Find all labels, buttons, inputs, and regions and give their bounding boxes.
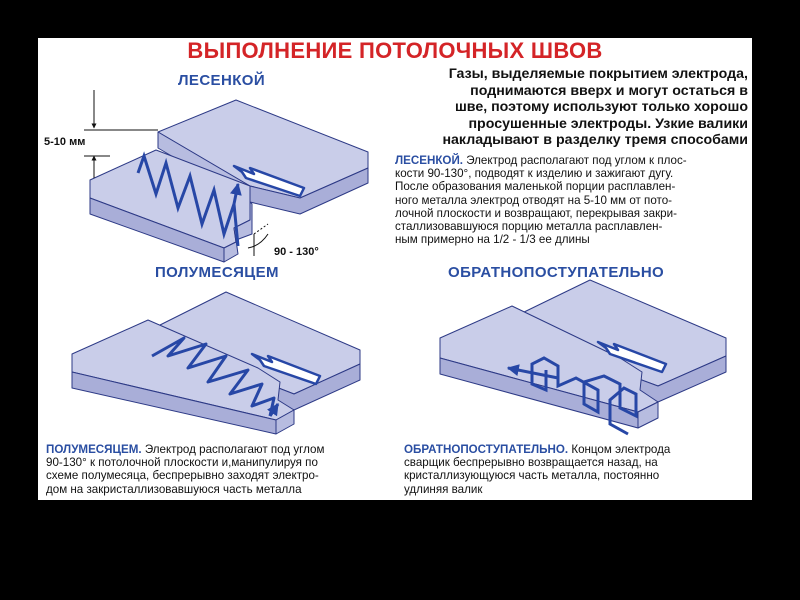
heading-ladder: ЛЕСЕНКОЙ xyxy=(178,72,266,89)
reciprocating-weave-path xyxy=(506,356,638,436)
intro-line: шве, поэтому используют только хорошо xyxy=(454,99,748,115)
crescent-return-arrow xyxy=(267,403,280,417)
plate-left xyxy=(71,319,295,435)
dim-angle-label: 90 - 130° xyxy=(274,246,319,258)
poster-title: ВЫПОЛНЕНИЕ ПОТОЛОЧНЫХ ШВОВ xyxy=(187,38,603,63)
crescent-line: 90-130° к потолочной плоскости и,манипул… xyxy=(46,456,318,470)
ladder-weave-path xyxy=(136,151,242,247)
ladder-description: ЛЕСЕНКОЙ. Электрод располагают под углом… xyxy=(395,154,750,246)
ladder-line: ЛЕСЕНКОЙ. Электрод располагают под углом… xyxy=(395,154,687,167)
reciprocating-line: ОБРАТНОПОСТУПАТЕЛЬНО. Концом электрода xyxy=(404,443,671,456)
heading-reciprocating: ОБРАТНОПОСТУПАТЕЛЬНО xyxy=(448,264,665,281)
ladder-diagram xyxy=(89,99,369,263)
intro-line: поднимаются вверх и могут остаться в xyxy=(470,82,748,99)
ladder-dimension-lines xyxy=(84,90,269,256)
ladder-direction-arrow xyxy=(232,164,306,198)
crescent-weave-path xyxy=(151,336,280,417)
ladder-lead: ЛЕСЕНКОЙ. xyxy=(395,154,463,167)
reciprocating-description: ОБРАТНОПОСТУПАТЕЛЬНО. Концом электрода с… xyxy=(404,443,749,496)
ladder-line: сталлизовавшуюся порцию металла расплавл… xyxy=(395,220,663,234)
intro-line: накладывают в разделку тремя способами xyxy=(442,132,748,148)
reciprocating-line: удлиняя валик xyxy=(404,482,483,496)
intro-text: Газы, выделяемые покрытием электрода, по… xyxy=(394,66,748,149)
illustrations xyxy=(71,90,727,436)
crescent-lead: ПОЛУМЕСЯЦЕМ. xyxy=(46,443,142,456)
ladder-line: ного металла электрод отводят на 5-10 мм… xyxy=(395,193,673,207)
ladder-line: кости 90-130°, подводят к изделию и зажи… xyxy=(395,167,674,181)
reciprocating-line: сварщик беспрерывно возвращается назад, … xyxy=(404,456,658,470)
reciprocating-lead: ОБРАТНОПОСТУПАТЕЛЬНО. xyxy=(404,443,569,456)
crescent-diagram xyxy=(71,291,361,435)
crescent-line: ПОЛУМЕСЯЦЕМ. Электрод располагают под уг… xyxy=(46,443,325,456)
crescent-line: дом на закристаллизовавшуюся часть метал… xyxy=(46,482,302,496)
dim-offset-label: 5-10 мм xyxy=(44,136,86,148)
reciprocating-return-arrow xyxy=(506,364,559,380)
reciprocating-line: кристаллизующуюся часть металла, постоян… xyxy=(404,469,660,483)
intro-line: просушенные электроды. Узкие валики xyxy=(468,115,748,132)
ladder-line: лочной плоскости и возвращают, перекрыва… xyxy=(395,206,677,220)
heading-crescent: ПОЛУМЕСЯЦЕМ xyxy=(155,264,279,281)
reciprocating-direction-arrow xyxy=(596,340,668,374)
crescent-line: схеме полумесяца, беспрерывно заходят эл… xyxy=(46,469,319,483)
reciprocating-diagram xyxy=(439,279,727,429)
plate-left xyxy=(439,305,659,429)
ladder-return-arrow xyxy=(229,182,242,205)
poster: ВЫПОЛНЕНИЕ ПОТОЛОЧНЫХ ШВОВ Газы, выделяе… xyxy=(38,38,752,500)
crescent-direction-arrow xyxy=(250,352,322,386)
ladder-line: ным примерно на 1/2 - 1/3 ее длины xyxy=(395,233,590,247)
crescent-description: ПОЛУМЕСЯЦЕМ. Электрод располагают под уг… xyxy=(46,443,391,496)
intro-line: Газы, выделяемые покрытием электрода, xyxy=(448,66,748,82)
ladder-line: После образования маленькой порции распл… xyxy=(395,180,676,194)
